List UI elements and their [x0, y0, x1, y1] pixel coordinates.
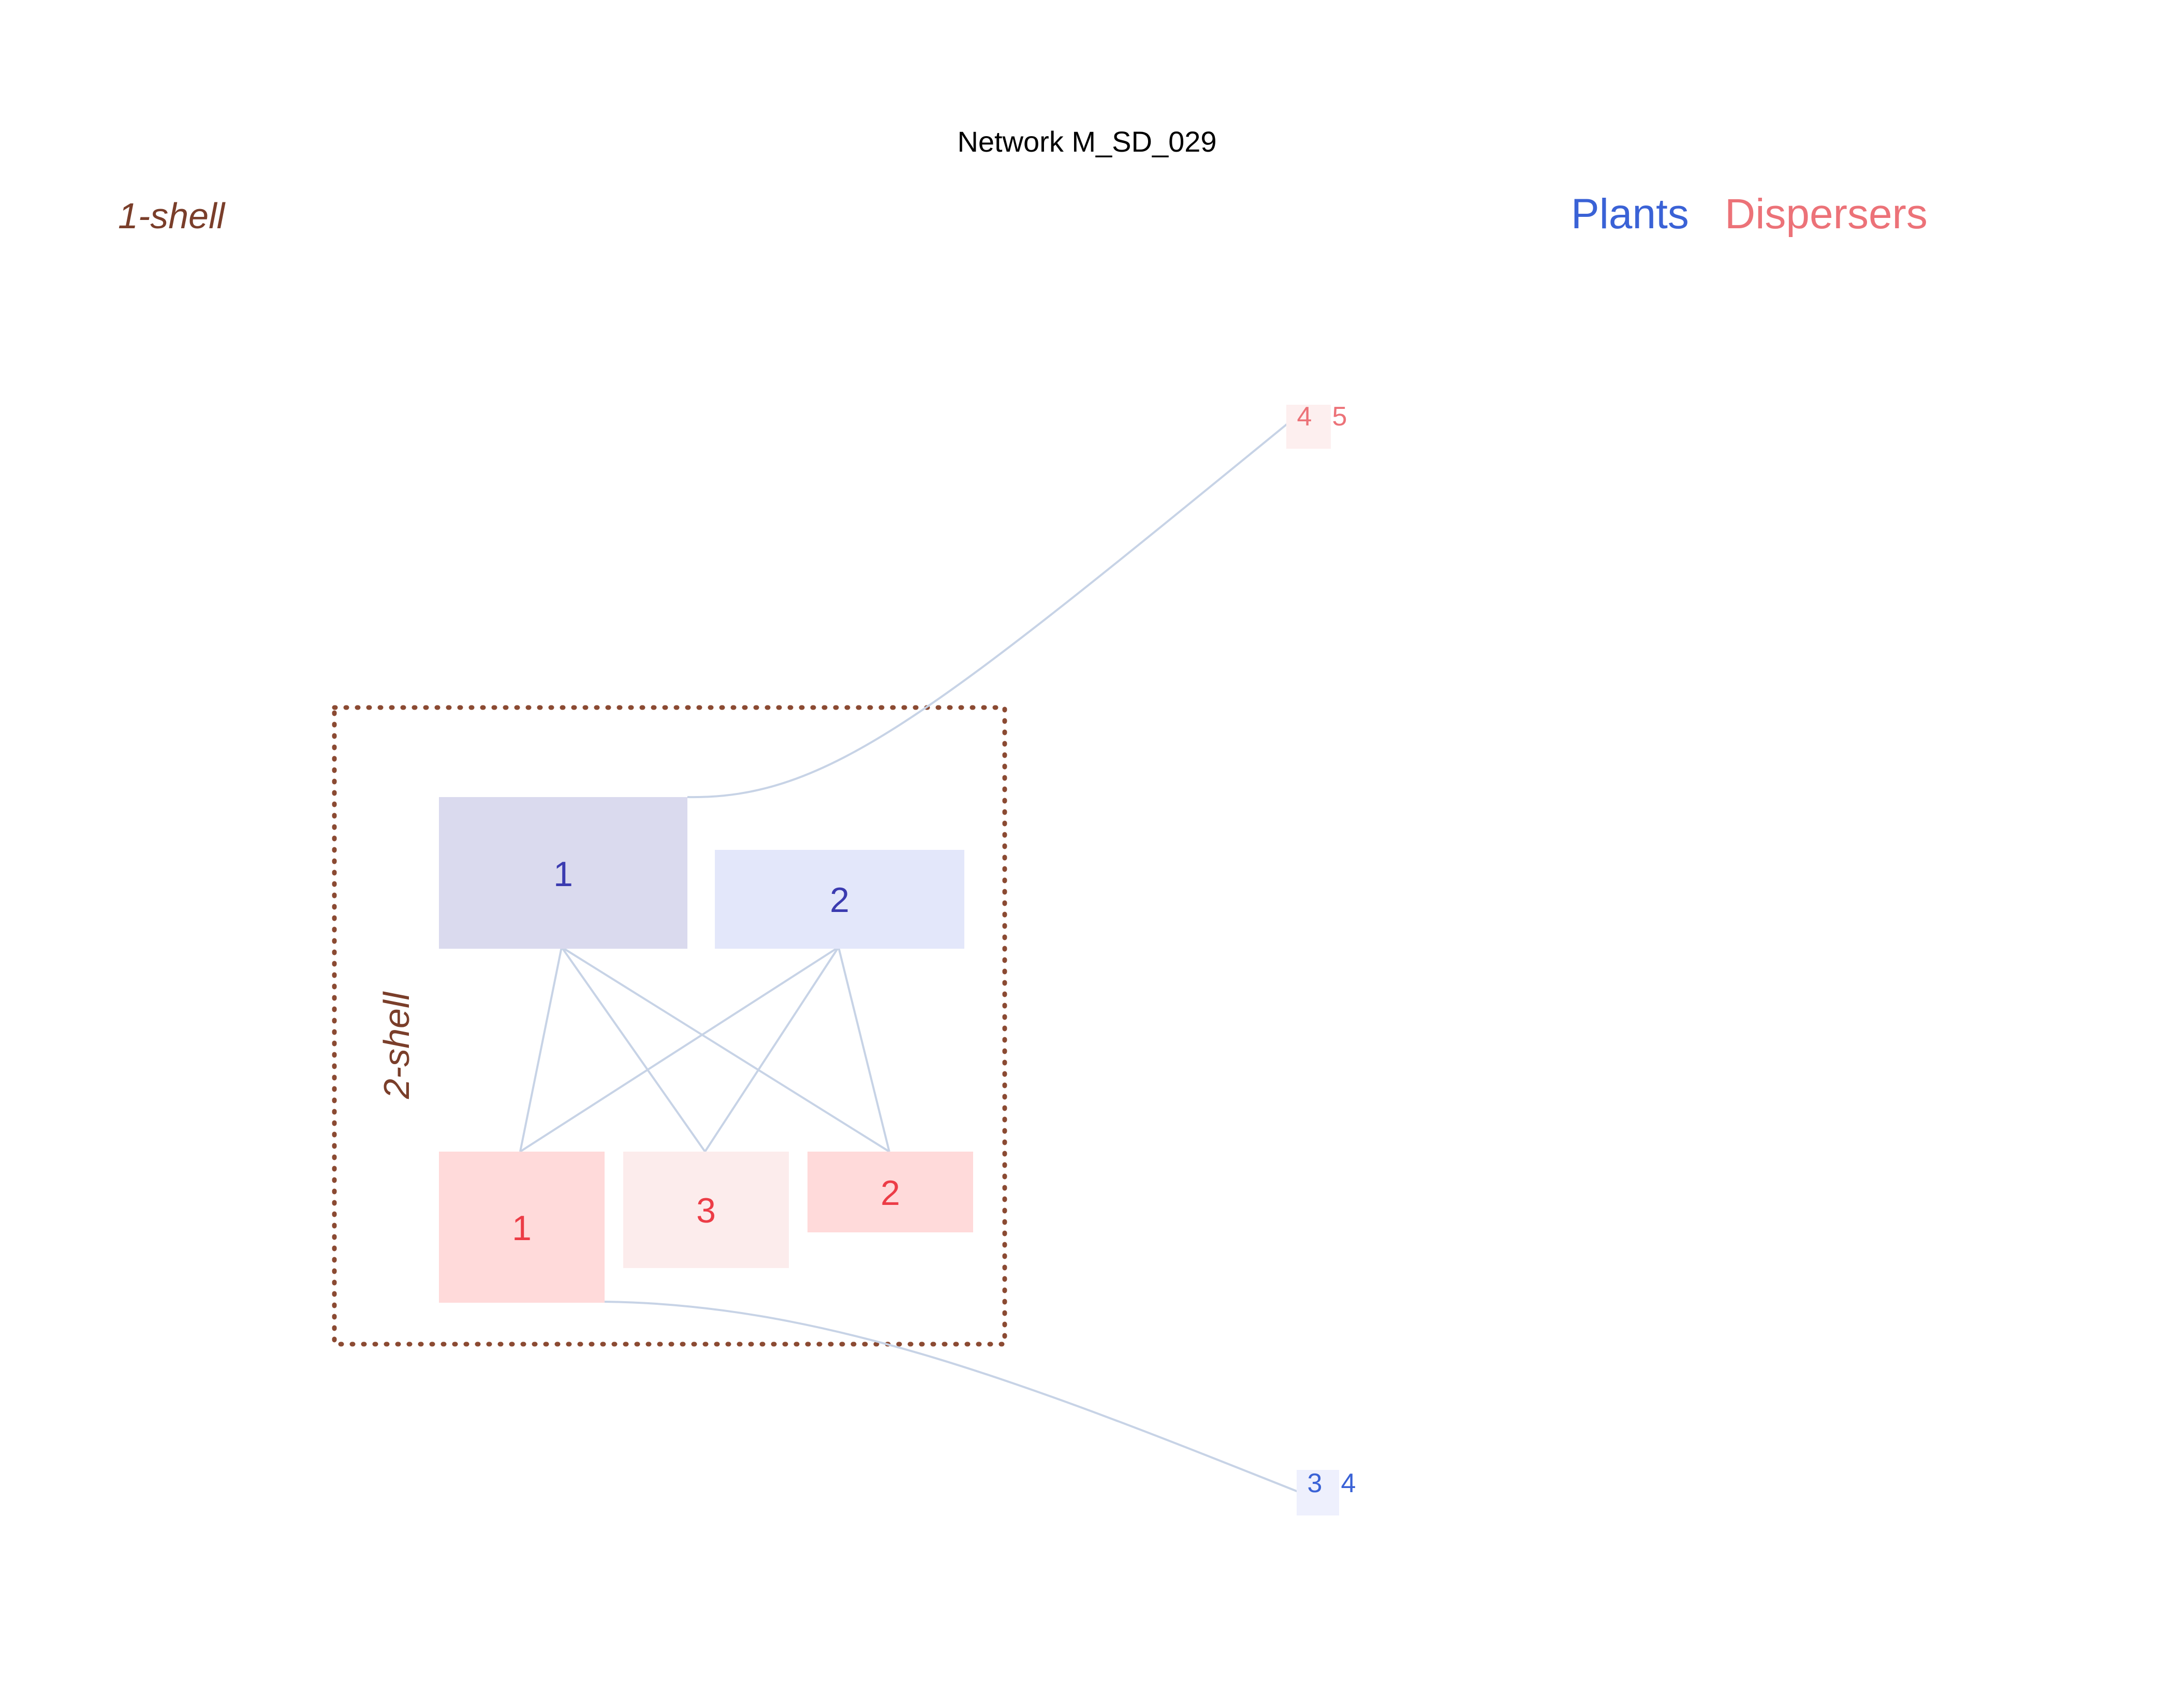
inner-shell-label: 2-shell — [376, 991, 417, 1099]
outer-disperser-node-5-label: 5 — [1332, 402, 1347, 432]
link-plant1-disperser1 — [519, 947, 563, 1152]
outer-plant-node-4-label: 4 — [1341, 1468, 1356, 1498]
disperser-node-3-label: 3 — [696, 1191, 716, 1230]
link-plant1-disperser3 — [561, 946, 706, 1153]
outer-plant-node-3 — [1297, 1470, 1339, 1515]
plant-node-1-label: 1 — [553, 855, 573, 894]
legend-dispersers: Dispersers — [1725, 190, 1928, 238]
link-plant1-outer-dispersers — [687, 422, 1289, 799]
legend-plants: Plants — [1571, 190, 1689, 238]
plant-node-1 — [439, 797, 687, 949]
network-title: Network M_SD_029 — [957, 125, 1216, 158]
disperser-node-1-label: 1 — [512, 1209, 532, 1248]
link-plant1-disperser2 — [561, 946, 890, 1153]
disperser-node-2-label: 2 — [880, 1173, 900, 1213]
inner-shell-boundary — [332, 705, 1007, 1347]
link-plant2-disperser3 — [704, 946, 840, 1153]
outer-disperser-node-4-label: 4 — [1297, 402, 1312, 432]
link-plant2-disperser2 — [838, 947, 890, 1152]
plant-node-2-label: 2 — [830, 880, 849, 920]
links — [519, 422, 1302, 1494]
plant-node-2 — [715, 850, 964, 949]
link-disperser1-outer-plants — [604, 1301, 1302, 1494]
link-plant2-disperser1 — [519, 946, 840, 1153]
outer-disperser-node-4 — [1286, 405, 1331, 449]
disperser-node-3 — [623, 1152, 789, 1268]
disperser-node-2 — [807, 1152, 973, 1232]
disperser-node-1 — [439, 1152, 605, 1303]
outer-plant-node-3-label: 3 — [1308, 1468, 1323, 1498]
outer-shell-label: 1-shell — [118, 196, 226, 236]
